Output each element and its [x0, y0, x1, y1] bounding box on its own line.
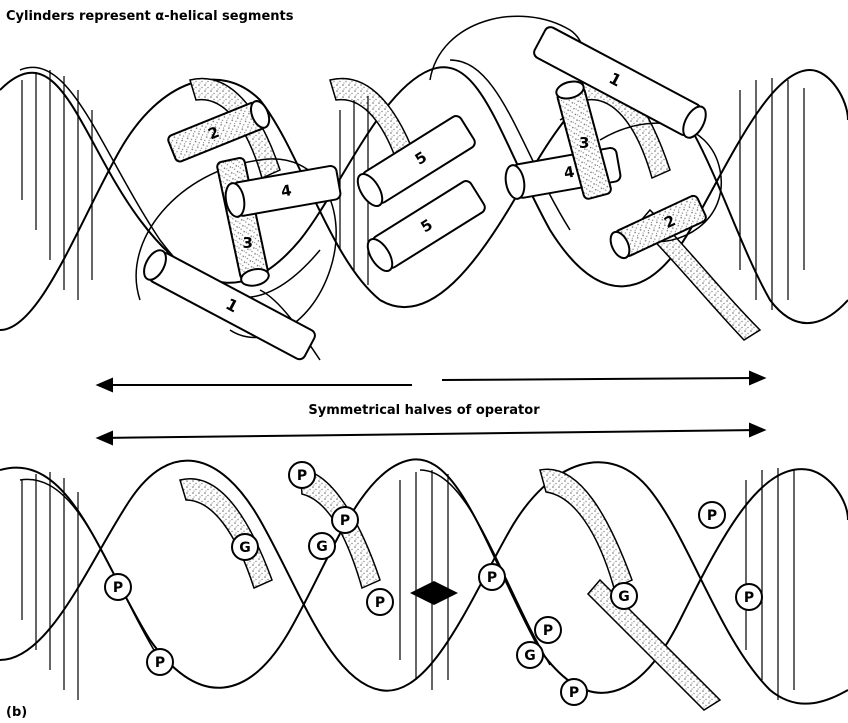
- contact-label: P: [487, 570, 497, 586]
- phosphate-contact-marker: P: [289, 462, 315, 488]
- phosphate-contact-marker: P: [367, 589, 393, 615]
- helix-label: 3: [242, 234, 252, 252]
- phosphate-contact-marker: P: [332, 507, 358, 533]
- phosphate-contact-marker: P: [699, 502, 725, 528]
- panel-label: (b): [6, 705, 27, 720]
- phosphate-contact-marker: P: [479, 564, 505, 590]
- guanine-contact-marker: G: [232, 534, 258, 560]
- contact-label: P: [543, 623, 553, 639]
- helix-cylinder-2b: 2: [607, 194, 708, 261]
- contact-label: G: [618, 589, 630, 605]
- helix-label: 3: [579, 134, 589, 152]
- contact-label: P: [707, 508, 717, 524]
- contact-label: P: [744, 590, 754, 606]
- guanine-contact-marker: G: [611, 583, 637, 609]
- contact-label: G: [524, 648, 536, 664]
- guanine-contact-marker: G: [517, 642, 543, 668]
- phosphate-contact-marker: P: [105, 574, 131, 600]
- dyad-diamond-icon: [410, 581, 458, 605]
- guanine-contact-marker: G: [309, 533, 335, 559]
- helix-cylinder-1: 1: [140, 247, 317, 362]
- contact-label: P: [375, 595, 385, 611]
- contact-label: P: [569, 685, 579, 701]
- contact-label: G: [316, 539, 328, 555]
- contact-label: P: [113, 580, 123, 596]
- helix-cylinder-1b: 1: [532, 25, 710, 141]
- phosphate-contact-marker: P: [535, 617, 561, 643]
- operator-label: Symmetrical halves of operator: [308, 403, 540, 418]
- contact-label: P: [155, 655, 165, 671]
- contact-label: G: [239, 540, 251, 556]
- phosphate-contact-marker: P: [147, 649, 173, 675]
- phosphate-contact-marker: P: [736, 584, 762, 610]
- contact-label: P: [297, 468, 307, 484]
- contact-label: P: [340, 513, 350, 529]
- phosphate-contact-marker: P: [561, 679, 587, 705]
